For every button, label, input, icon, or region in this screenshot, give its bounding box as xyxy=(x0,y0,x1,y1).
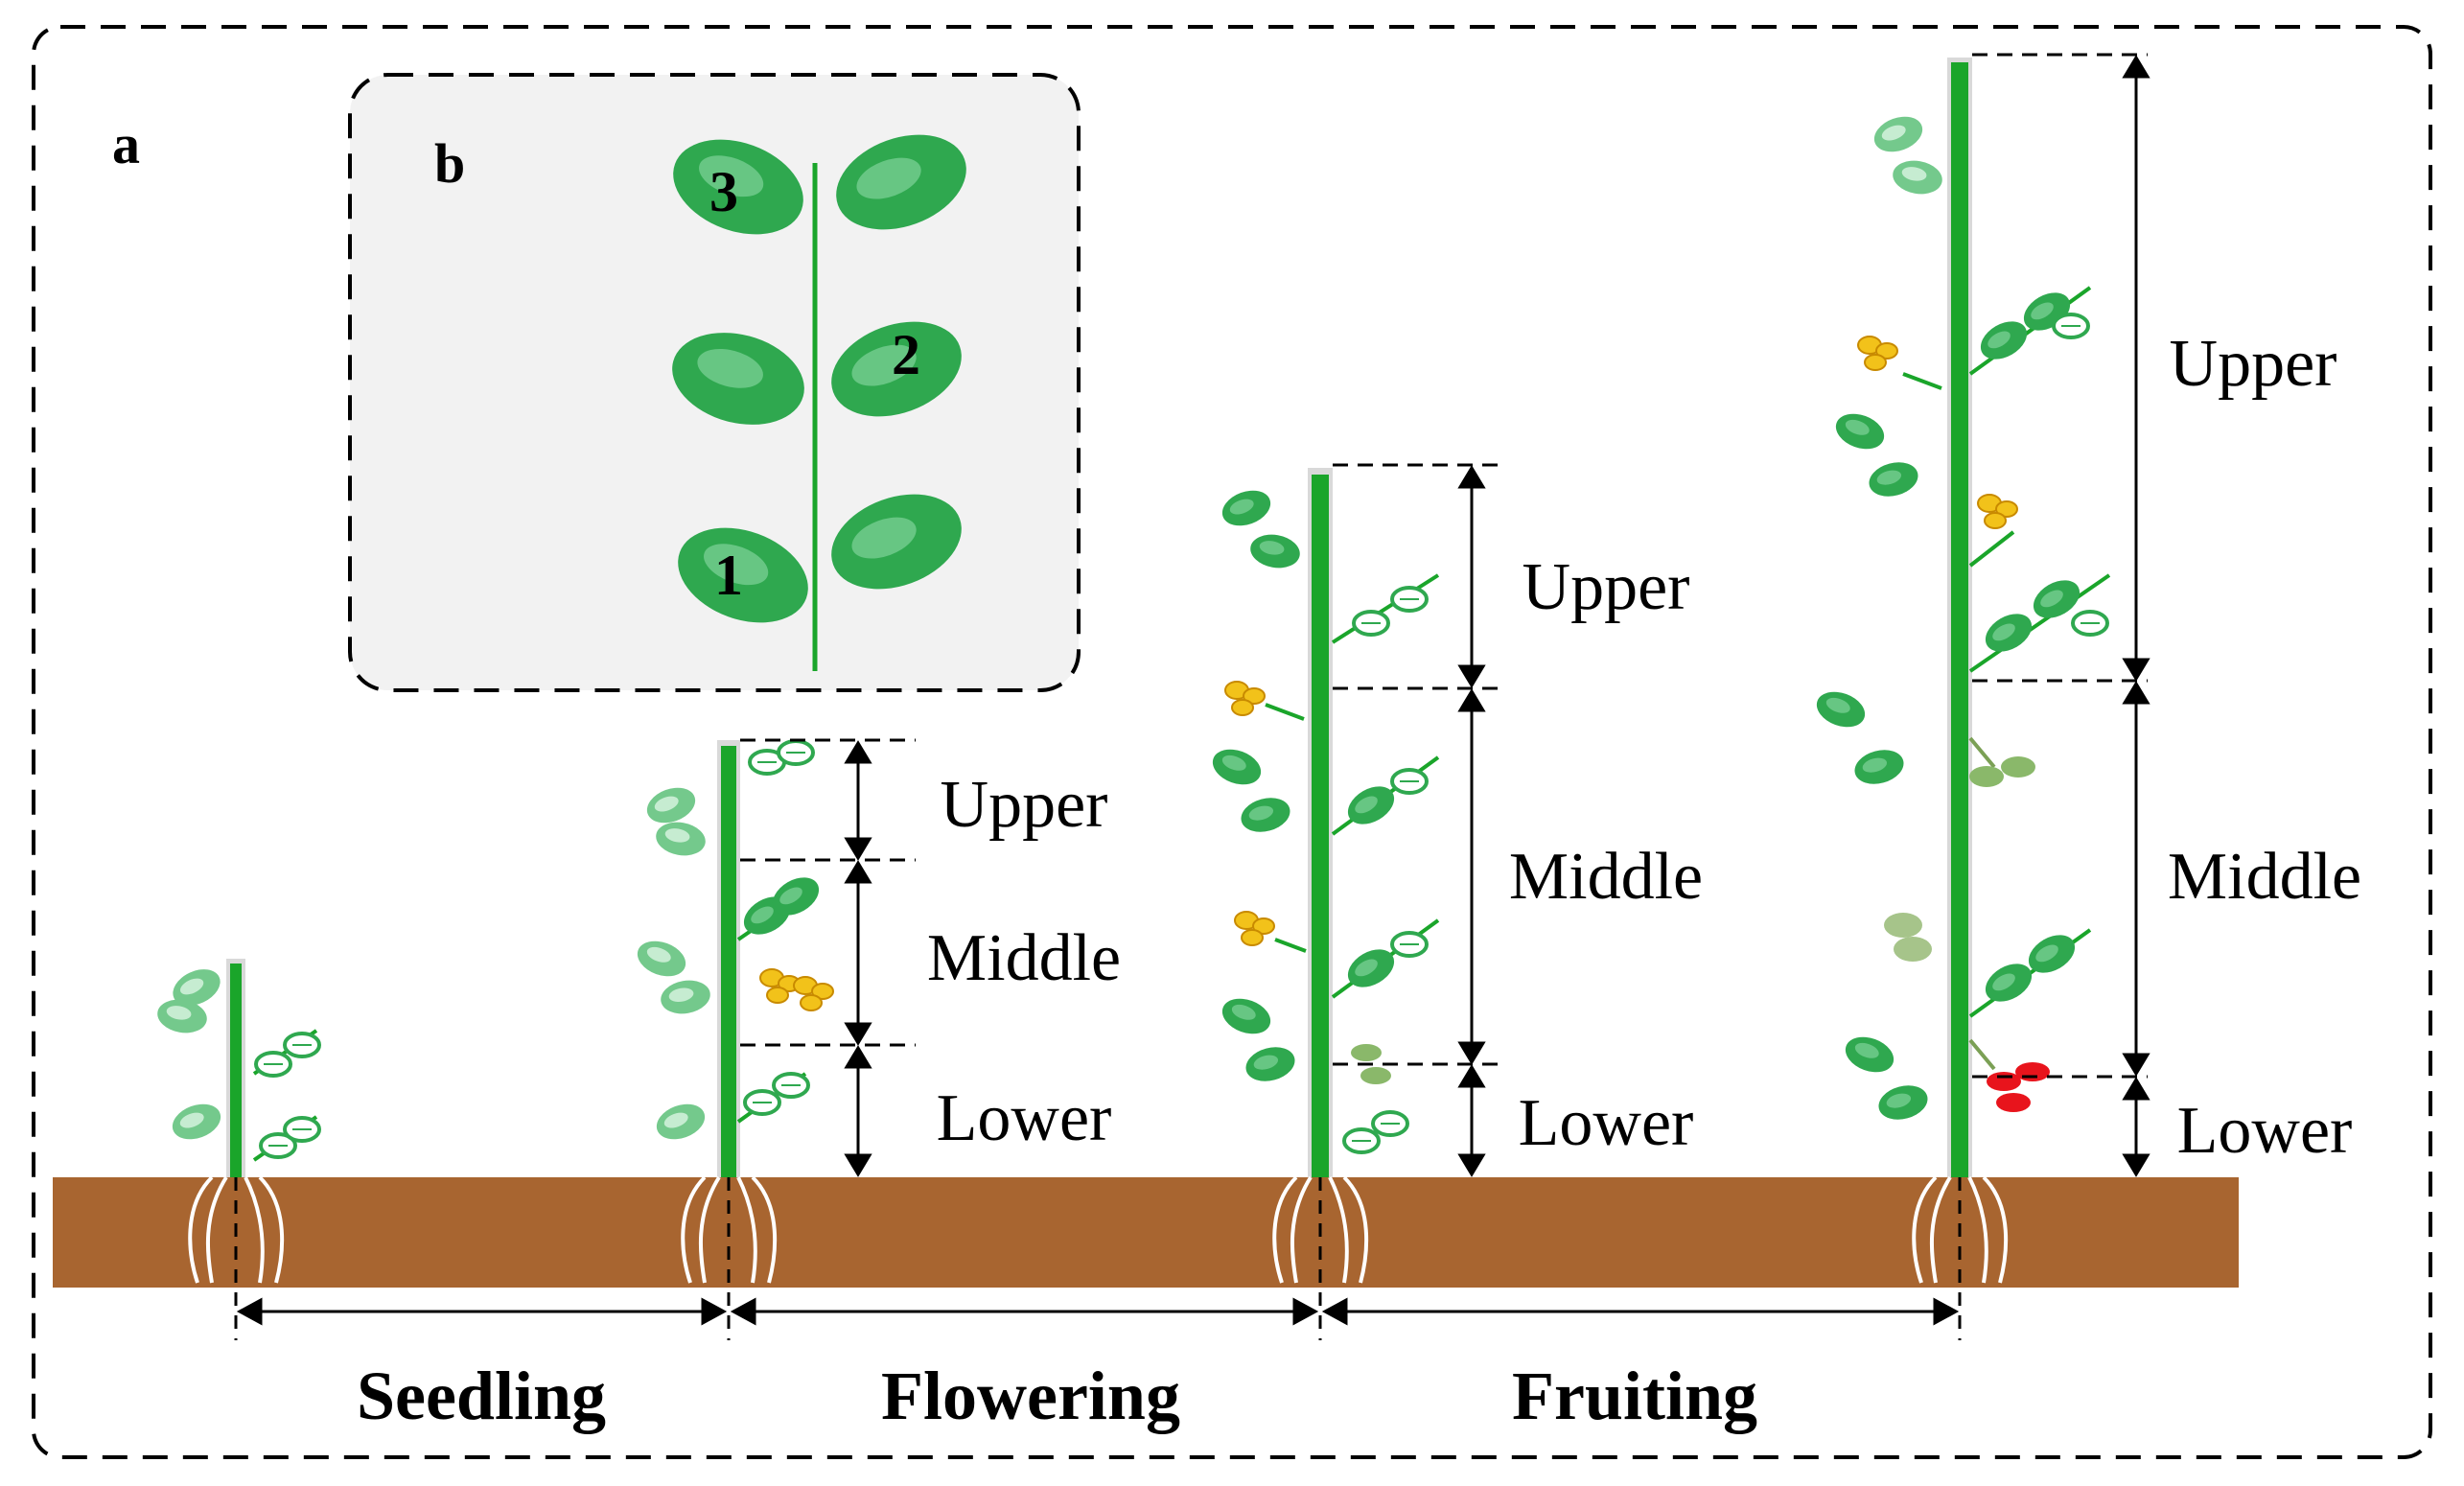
zone-markers-early-fruiting xyxy=(1333,463,1505,1177)
stage-span-arrows xyxy=(236,1297,1960,1326)
plant-flowering xyxy=(632,739,834,1342)
zone-markers-flowering xyxy=(740,738,916,1177)
zone-markers-fruiting xyxy=(1972,53,2150,1177)
soil xyxy=(53,1177,2239,1288)
plant-early-fruiting xyxy=(1207,468,1440,1342)
plant-fruiting xyxy=(1811,58,2111,1342)
inset-trifoliate-leaf xyxy=(660,117,980,671)
outer-frame xyxy=(32,25,2432,1459)
plant-seedling xyxy=(154,959,321,1342)
